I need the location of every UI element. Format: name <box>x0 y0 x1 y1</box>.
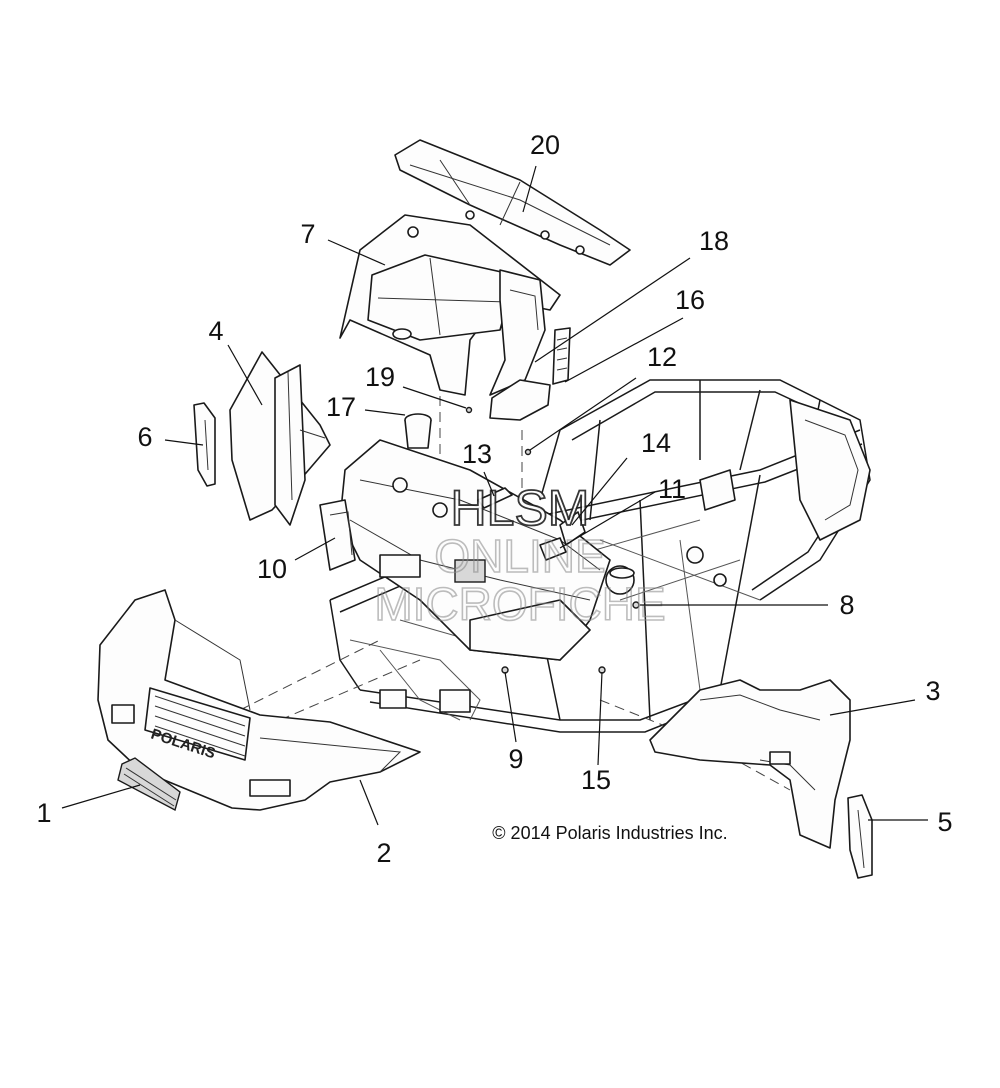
chassis-frame <box>329 379 871 733</box>
callout-9: 9 <box>508 744 523 774</box>
callout-20: 20 <box>530 130 560 160</box>
part-11-clip <box>539 537 567 561</box>
part-18-vent-housing <box>489 269 551 421</box>
leader-lines <box>61 165 928 826</box>
callout-1: 1 <box>36 798 51 828</box>
callout-19: 19 <box>365 362 395 392</box>
part-16-vent-grille <box>552 327 571 385</box>
part-19-fastener <box>465 406 473 414</box>
watermark-line-3: MICROFICHE <box>374 578 665 630</box>
callout-6: 6 <box>137 422 152 452</box>
part-4-left-side-panel <box>229 351 331 526</box>
callout-10: 10 <box>257 554 287 584</box>
callout-14: 14 <box>641 428 671 458</box>
callout-4: 4 <box>208 316 223 346</box>
part-2-front-bumper <box>97 589 421 811</box>
watermark-line-2: ONLINE <box>434 530 605 582</box>
callout-15: 15 <box>581 765 611 795</box>
callout-3: 3 <box>925 676 940 706</box>
callout-8: 8 <box>839 590 854 620</box>
callout-labels: 1 2 3 4 5 6 7 8 9 10 11 12 13 14 15 16 1… <box>36 130 952 868</box>
part-13-bracket <box>477 487 513 509</box>
part-20-cowl-cover <box>394 139 631 266</box>
watermark-line-1: HLSM <box>451 480 590 536</box>
part-8-fastener <box>632 601 640 609</box>
part-3-right-front-fender <box>649 679 851 849</box>
callout-5: 5 <box>937 807 952 837</box>
part-17-cup-holder <box>404 413 432 449</box>
dash-assembly <box>339 439 635 661</box>
part-7-hood <box>339 214 561 396</box>
callout-7: 7 <box>300 219 315 249</box>
part-6-panel-trim <box>193 402 216 487</box>
part-1-lower-grille <box>117 757 181 812</box>
copyright-notice: © 2014 Polaris Industries Inc. <box>492 823 727 843</box>
callout-16: 16 <box>675 285 705 315</box>
part-12-fastener <box>524 448 532 456</box>
callout-11: 11 <box>658 474 686 504</box>
part-5-fender-trim <box>847 794 873 879</box>
part-10-lower-dash-panel <box>319 499 356 571</box>
callout-12: 12 <box>647 342 677 372</box>
callout-13: 13 <box>462 439 492 469</box>
callout-2: 2 <box>376 838 391 868</box>
part-14-latch <box>559 511 586 546</box>
watermark: HLSM ONLINE MICROFICHE <box>374 479 667 631</box>
callout-18: 18 <box>699 226 729 256</box>
callout-17: 17 <box>326 392 356 422</box>
